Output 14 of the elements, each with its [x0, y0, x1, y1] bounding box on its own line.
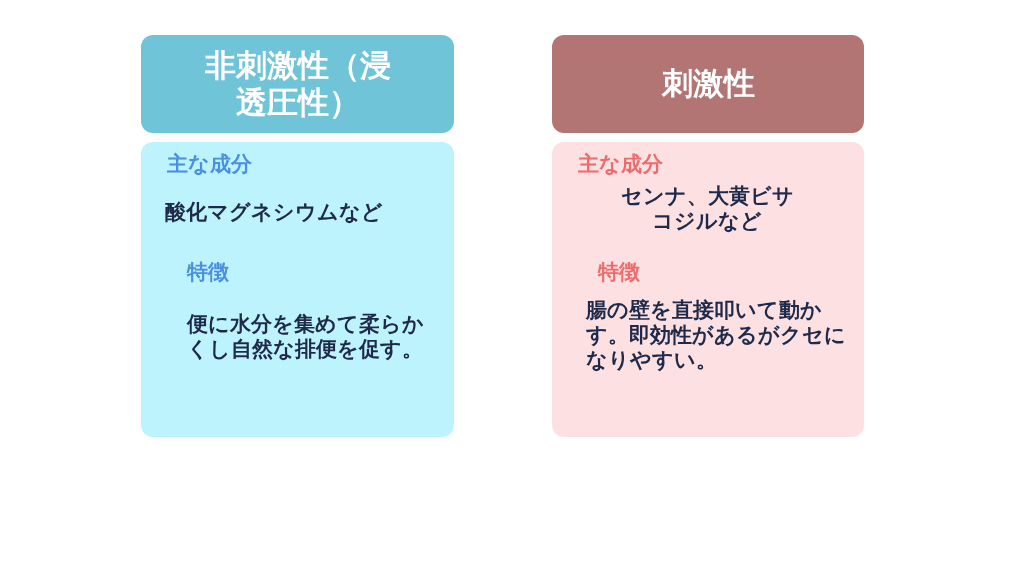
description-text: センナ、大黄ビサコジルなど — [619, 184, 795, 235]
description-text: 腸の壁を直接叩いて動かす。即効性があるがクセになりやすい。 — [586, 298, 846, 374]
header-title: 非刺激性（浸透圧性） — [203, 46, 392, 122]
header-title: 刺激性 — [661, 65, 755, 103]
section-heading: 主な成分 — [578, 152, 664, 178]
section-heading: 特徴 — [187, 260, 230, 286]
section-heading: 主な成分 — [167, 152, 253, 178]
header-box — [552, 35, 864, 133]
section-heading: 特徴 — [598, 260, 641, 286]
info-card — [552, 142, 864, 437]
description-text: 酸化マグネシウムなど — [165, 200, 384, 226]
header-box — [141, 35, 454, 133]
description-text: 便に水分を集めて柔らかくし自然な排便を促す。 — [187, 312, 425, 363]
info-card — [141, 142, 454, 437]
